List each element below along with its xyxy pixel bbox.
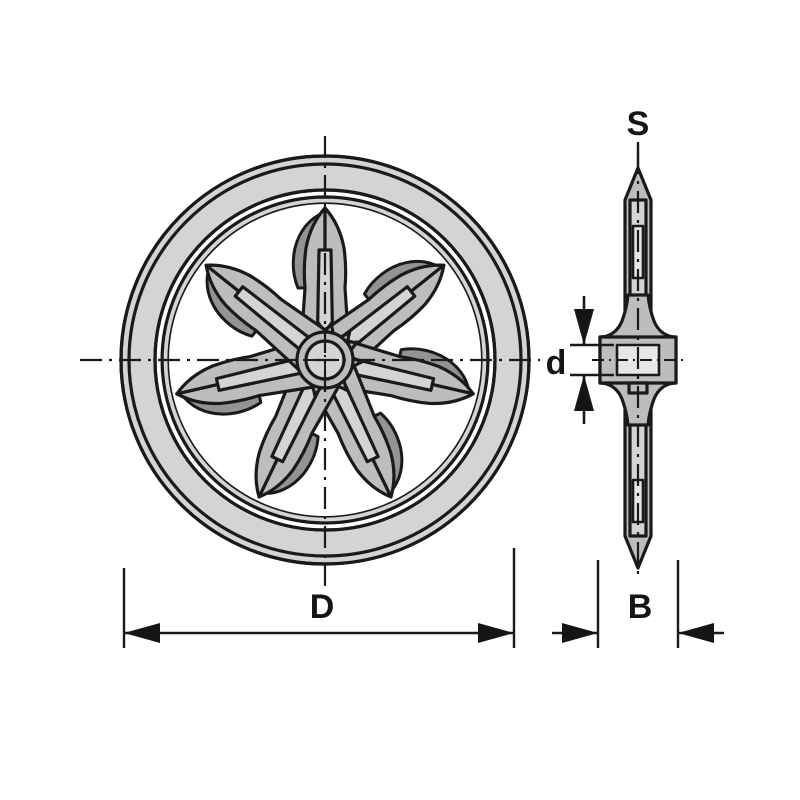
dimension-B: B [552,560,724,648]
B-arrow-right [678,623,714,643]
D-arrow-left [124,623,160,643]
dimension-label-D: D [310,588,335,626]
d-arrow-top [574,309,594,345]
side-view-section [592,152,686,580]
dimension-label-d: d [546,344,567,382]
front-view-wheel [80,136,540,586]
dimension-label-B: B [628,588,653,626]
dimension-label-S: S [627,105,650,143]
dimension-D: D [122,548,516,648]
callout-S: S [627,105,650,174]
d-arrow-bottom [574,375,594,411]
D-arrow-right [478,623,514,643]
B-arrow-left [562,623,598,643]
dimension-d: d [546,296,614,424]
lower-rim-slot [631,478,645,524]
